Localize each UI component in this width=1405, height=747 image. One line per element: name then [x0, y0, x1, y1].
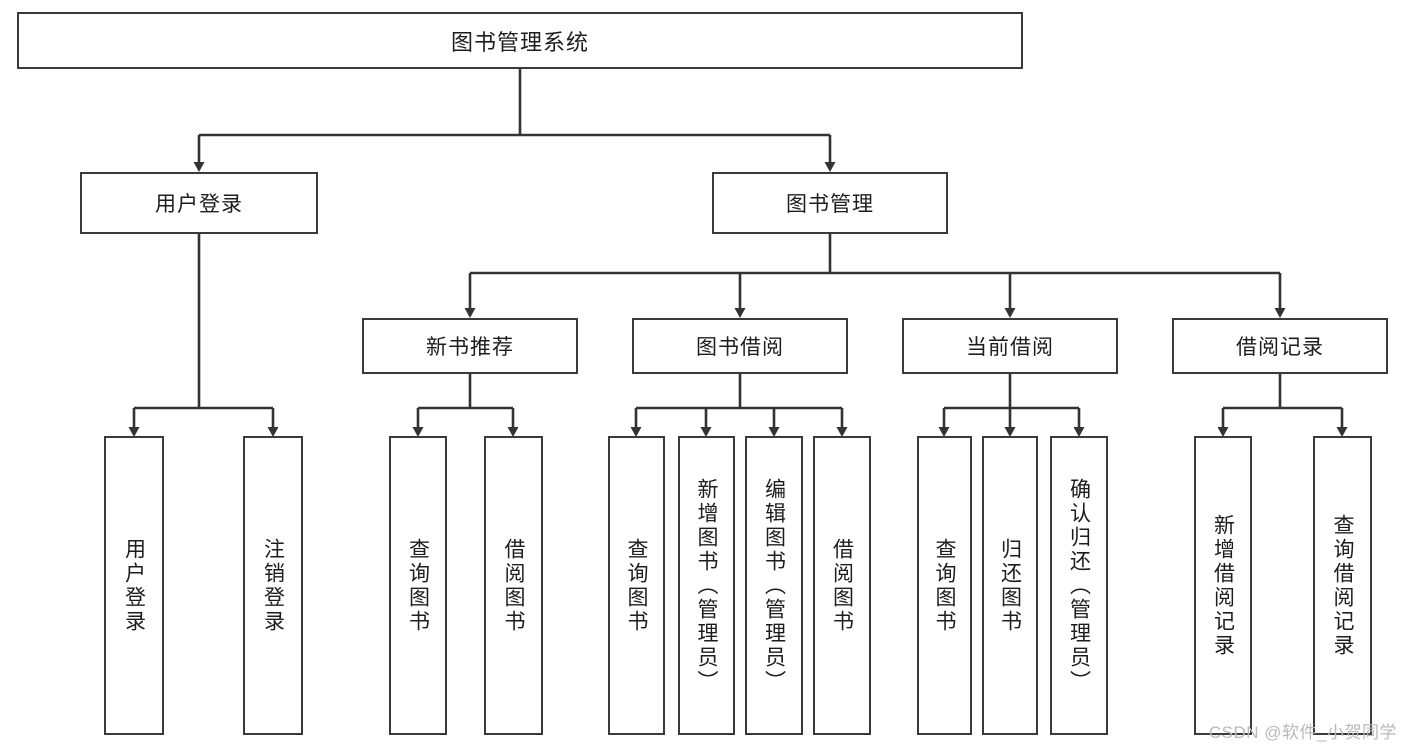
node-leaf-query-book-1[interactable]: 查询图书	[389, 436, 447, 735]
node-leaf-borrow-book-2-label: 借阅图书	[830, 537, 854, 634]
node-leaf-return-book-label: 归还图书	[998, 537, 1022, 634]
node-leaf-logout-login-label: 注销登录	[261, 537, 285, 634]
node-current-borrow-label: 当前借阅	[966, 336, 1054, 359]
node-user-login[interactable]: 用户登录	[80, 172, 318, 234]
node-leaf-add-book-admin-label: 新增图书（管理员）	[695, 477, 718, 694]
node-leaf-user-login[interactable]: 用户登录	[104, 436, 164, 735]
node-leaf-edit-book-admin-label: 编辑图书（管理员）	[762, 477, 786, 694]
node-borrow-record-label: 借阅记录	[1236, 336, 1324, 359]
node-borrow-record[interactable]: 借阅记录	[1172, 318, 1388, 374]
node-current-borrow[interactable]: 当前借阅	[902, 318, 1118, 374]
node-leaf-add-borrow-record-label: 新增借阅记录	[1211, 513, 1235, 658]
node-leaf-add-book-admin[interactable]: 新增图书（管理员）	[678, 436, 735, 735]
node-leaf-logout-login[interactable]: 注销登录	[243, 436, 303, 735]
node-new-book-recommend-label: 新书推荐	[426, 336, 514, 359]
node-user-login-label: 用户登录	[155, 193, 243, 216]
node-leaf-borrow-book-1[interactable]: 借阅图书	[484, 436, 543, 735]
node-book-management-label: 图书管理	[786, 193, 874, 216]
node-leaf-confirm-return-admin-label: 确认归还（管理员）	[1067, 477, 1091, 694]
node-book-management[interactable]: 图书管理	[712, 172, 948, 234]
node-leaf-query-book-1-label: 查询图书	[406, 537, 430, 634]
node-leaf-add-borrow-record[interactable]: 新增借阅记录	[1194, 436, 1252, 735]
node-new-book-recommend[interactable]: 新书推荐	[362, 318, 578, 374]
csdn-watermark: CSDN @软件_小贺同学	[1208, 723, 1397, 742]
node-leaf-query-book-3[interactable]: 查询图书	[917, 436, 972, 735]
node-leaf-user-login-label: 用户登录	[122, 537, 146, 634]
node-leaf-borrow-book-2[interactable]: 借阅图书	[813, 436, 871, 735]
node-book-borrow-label: 图书借阅	[696, 336, 784, 359]
node-book-borrow[interactable]: 图书借阅	[632, 318, 848, 374]
node-root[interactable]: 图书管理系统	[17, 12, 1023, 69]
node-leaf-query-book-2-label: 查询图书	[625, 537, 648, 634]
node-leaf-query-book-3-label: 查询图书	[933, 537, 956, 634]
node-leaf-query-book-2[interactable]: 查询图书	[608, 436, 665, 735]
node-leaf-borrow-book-1-label: 借阅图书	[502, 537, 525, 634]
node-leaf-edit-book-admin[interactable]: 编辑图书（管理员）	[745, 436, 803, 735]
node-leaf-confirm-return-admin[interactable]: 确认归还（管理员）	[1050, 436, 1108, 735]
node-leaf-query-borrow-record-label: 查询借阅记录	[1331, 513, 1354, 658]
node-leaf-query-borrow-record[interactable]: 查询借阅记录	[1313, 436, 1372, 735]
node-leaf-return-book[interactable]: 归还图书	[982, 436, 1038, 735]
node-root-label: 图书管理系统	[450, 29, 589, 55]
